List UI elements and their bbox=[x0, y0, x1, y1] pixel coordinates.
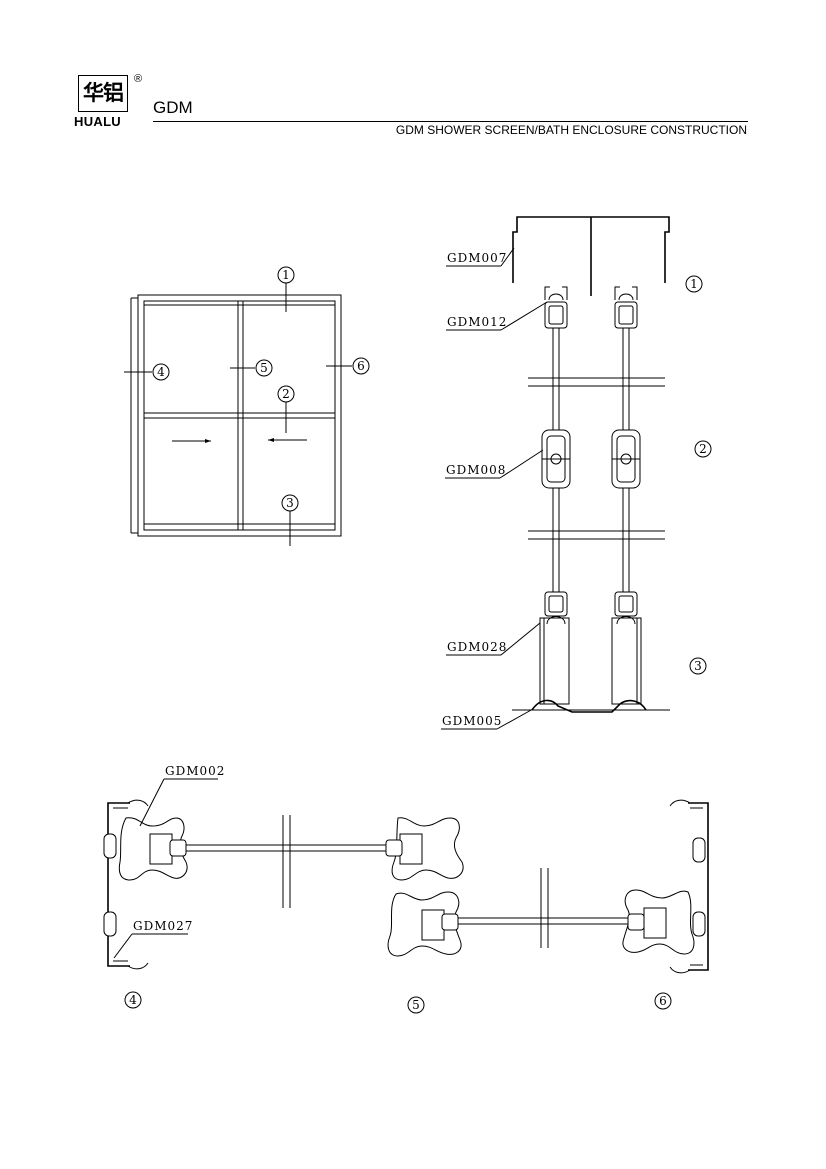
leader-gdm008-angle bbox=[499, 449, 544, 479]
svg-text:5: 5 bbox=[260, 361, 268, 375]
marker-2: 2 bbox=[277, 385, 295, 403]
top-hanger-right bbox=[614, 286, 638, 329]
marker-4: 4 bbox=[152, 363, 170, 381]
svg-text:4: 4 bbox=[157, 365, 165, 379]
outer-frame bbox=[137, 294, 342, 537]
section-marker-3: 3 bbox=[689, 657, 707, 675]
left-wall-seal-bottom bbox=[103, 911, 117, 937]
marker-6: 6 bbox=[352, 357, 370, 375]
document-subtitle: GDM SHOWER SCREEN/BATH ENCLOSURE CONSTRU… bbox=[395, 123, 747, 137]
svg-text:1: 1 bbox=[282, 268, 290, 282]
marker-5: 5 bbox=[255, 359, 273, 377]
leader-gdm027-angle bbox=[113, 933, 133, 959]
left-wall-profile bbox=[107, 802, 130, 967]
bottom-rail-right bbox=[611, 591, 642, 705]
logo-box: 华铝 bbox=[78, 75, 128, 112]
right-wall-inner bbox=[690, 807, 703, 966]
label-gdm027: GDM027 bbox=[133, 919, 193, 933]
top-channel-gdm007 bbox=[512, 216, 670, 283]
label-gdm008: GDM008 bbox=[446, 463, 506, 477]
left-wall-inner bbox=[113, 807, 128, 962]
horizontal-section: GDM002 GDM027 4 5 6 bbox=[103, 764, 709, 1014]
section-marker-2: 2 bbox=[694, 440, 712, 458]
floor-profile-gdm005 bbox=[531, 699, 647, 713]
leader-gdm007-angle bbox=[500, 247, 515, 267]
left-stile-gasket bbox=[169, 839, 187, 857]
label-gdm012: GDM012 bbox=[447, 315, 507, 329]
leader-gdm005-angle bbox=[496, 708, 534, 730]
middle-connector-right bbox=[611, 429, 641, 489]
leader-gdm028-angle bbox=[500, 622, 541, 656]
inner-frame bbox=[143, 300, 336, 531]
leader-gdm012-angle bbox=[500, 301, 548, 331]
vertical-section: GDM007 GDM012 GDM008 GDM028 GDM005 1 2 3 bbox=[441, 216, 712, 730]
middle-stile-upper bbox=[391, 817, 464, 881]
right-wall-seal-bottom bbox=[692, 911, 706, 937]
label-gdm007: GDM007 bbox=[447, 251, 507, 265]
logo-chinese-text: 华铝 bbox=[83, 81, 124, 105]
label-gdm002: GDM002 bbox=[165, 764, 225, 778]
top-hanger-left bbox=[544, 286, 568, 329]
left-wall-seal-top bbox=[103, 833, 117, 859]
svg-text:1: 1 bbox=[690, 277, 698, 291]
right-wall-lip-top bbox=[669, 799, 691, 807]
bottom-rail-left bbox=[539, 591, 570, 705]
marker-1: 1 bbox=[277, 266, 295, 284]
plan-marker-6: 6 bbox=[654, 992, 672, 1010]
logo-english-text: HUALU bbox=[74, 114, 121, 129]
svg-text:5: 5 bbox=[412, 998, 420, 1012]
right-wall-profile bbox=[688, 802, 709, 971]
middle-stile-lower-gasket bbox=[441, 913, 459, 931]
elevation-view: 1 2 3 4 5 6 bbox=[124, 266, 370, 546]
right-stile bbox=[622, 889, 695, 955]
right-wall-lip-bottom bbox=[669, 966, 691, 974]
plan-marker-5: 5 bbox=[407, 996, 425, 1014]
svg-text:3: 3 bbox=[694, 659, 702, 673]
leader-gdm002-angle bbox=[139, 778, 165, 827]
right-stile-gasket bbox=[627, 913, 645, 931]
label-gdm005: GDM005 bbox=[442, 714, 502, 728]
svg-text:2: 2 bbox=[282, 387, 290, 401]
svg-text:2: 2 bbox=[699, 442, 707, 456]
hualu-logo: 华铝 ® HUALU bbox=[74, 73, 146, 131]
header-rule bbox=[153, 121, 748, 122]
arrow-head-right-icon bbox=[205, 439, 211, 443]
svg-text:6: 6 bbox=[357, 359, 365, 373]
svg-text:4: 4 bbox=[129, 993, 137, 1007]
section-marker-1: 1 bbox=[685, 275, 703, 293]
series-title: GDM bbox=[153, 98, 193, 117]
middle-connector-left bbox=[541, 429, 571, 489]
right-wall-seal-top bbox=[692, 837, 706, 863]
middle-stile-upper-gasket bbox=[385, 839, 403, 857]
svg-text:6: 6 bbox=[659, 994, 667, 1008]
marker-3: 3 bbox=[281, 494, 299, 512]
arrow-head-left-icon bbox=[268, 438, 274, 442]
plan-marker-4: 4 bbox=[124, 991, 142, 1009]
registered-mark: ® bbox=[134, 73, 143, 85]
left-wall-lip-top bbox=[127, 799, 149, 807]
svg-text:3: 3 bbox=[286, 496, 294, 510]
left-wall-lip-bottom bbox=[127, 962, 149, 970]
label-gdm028: GDM028 bbox=[447, 640, 507, 654]
